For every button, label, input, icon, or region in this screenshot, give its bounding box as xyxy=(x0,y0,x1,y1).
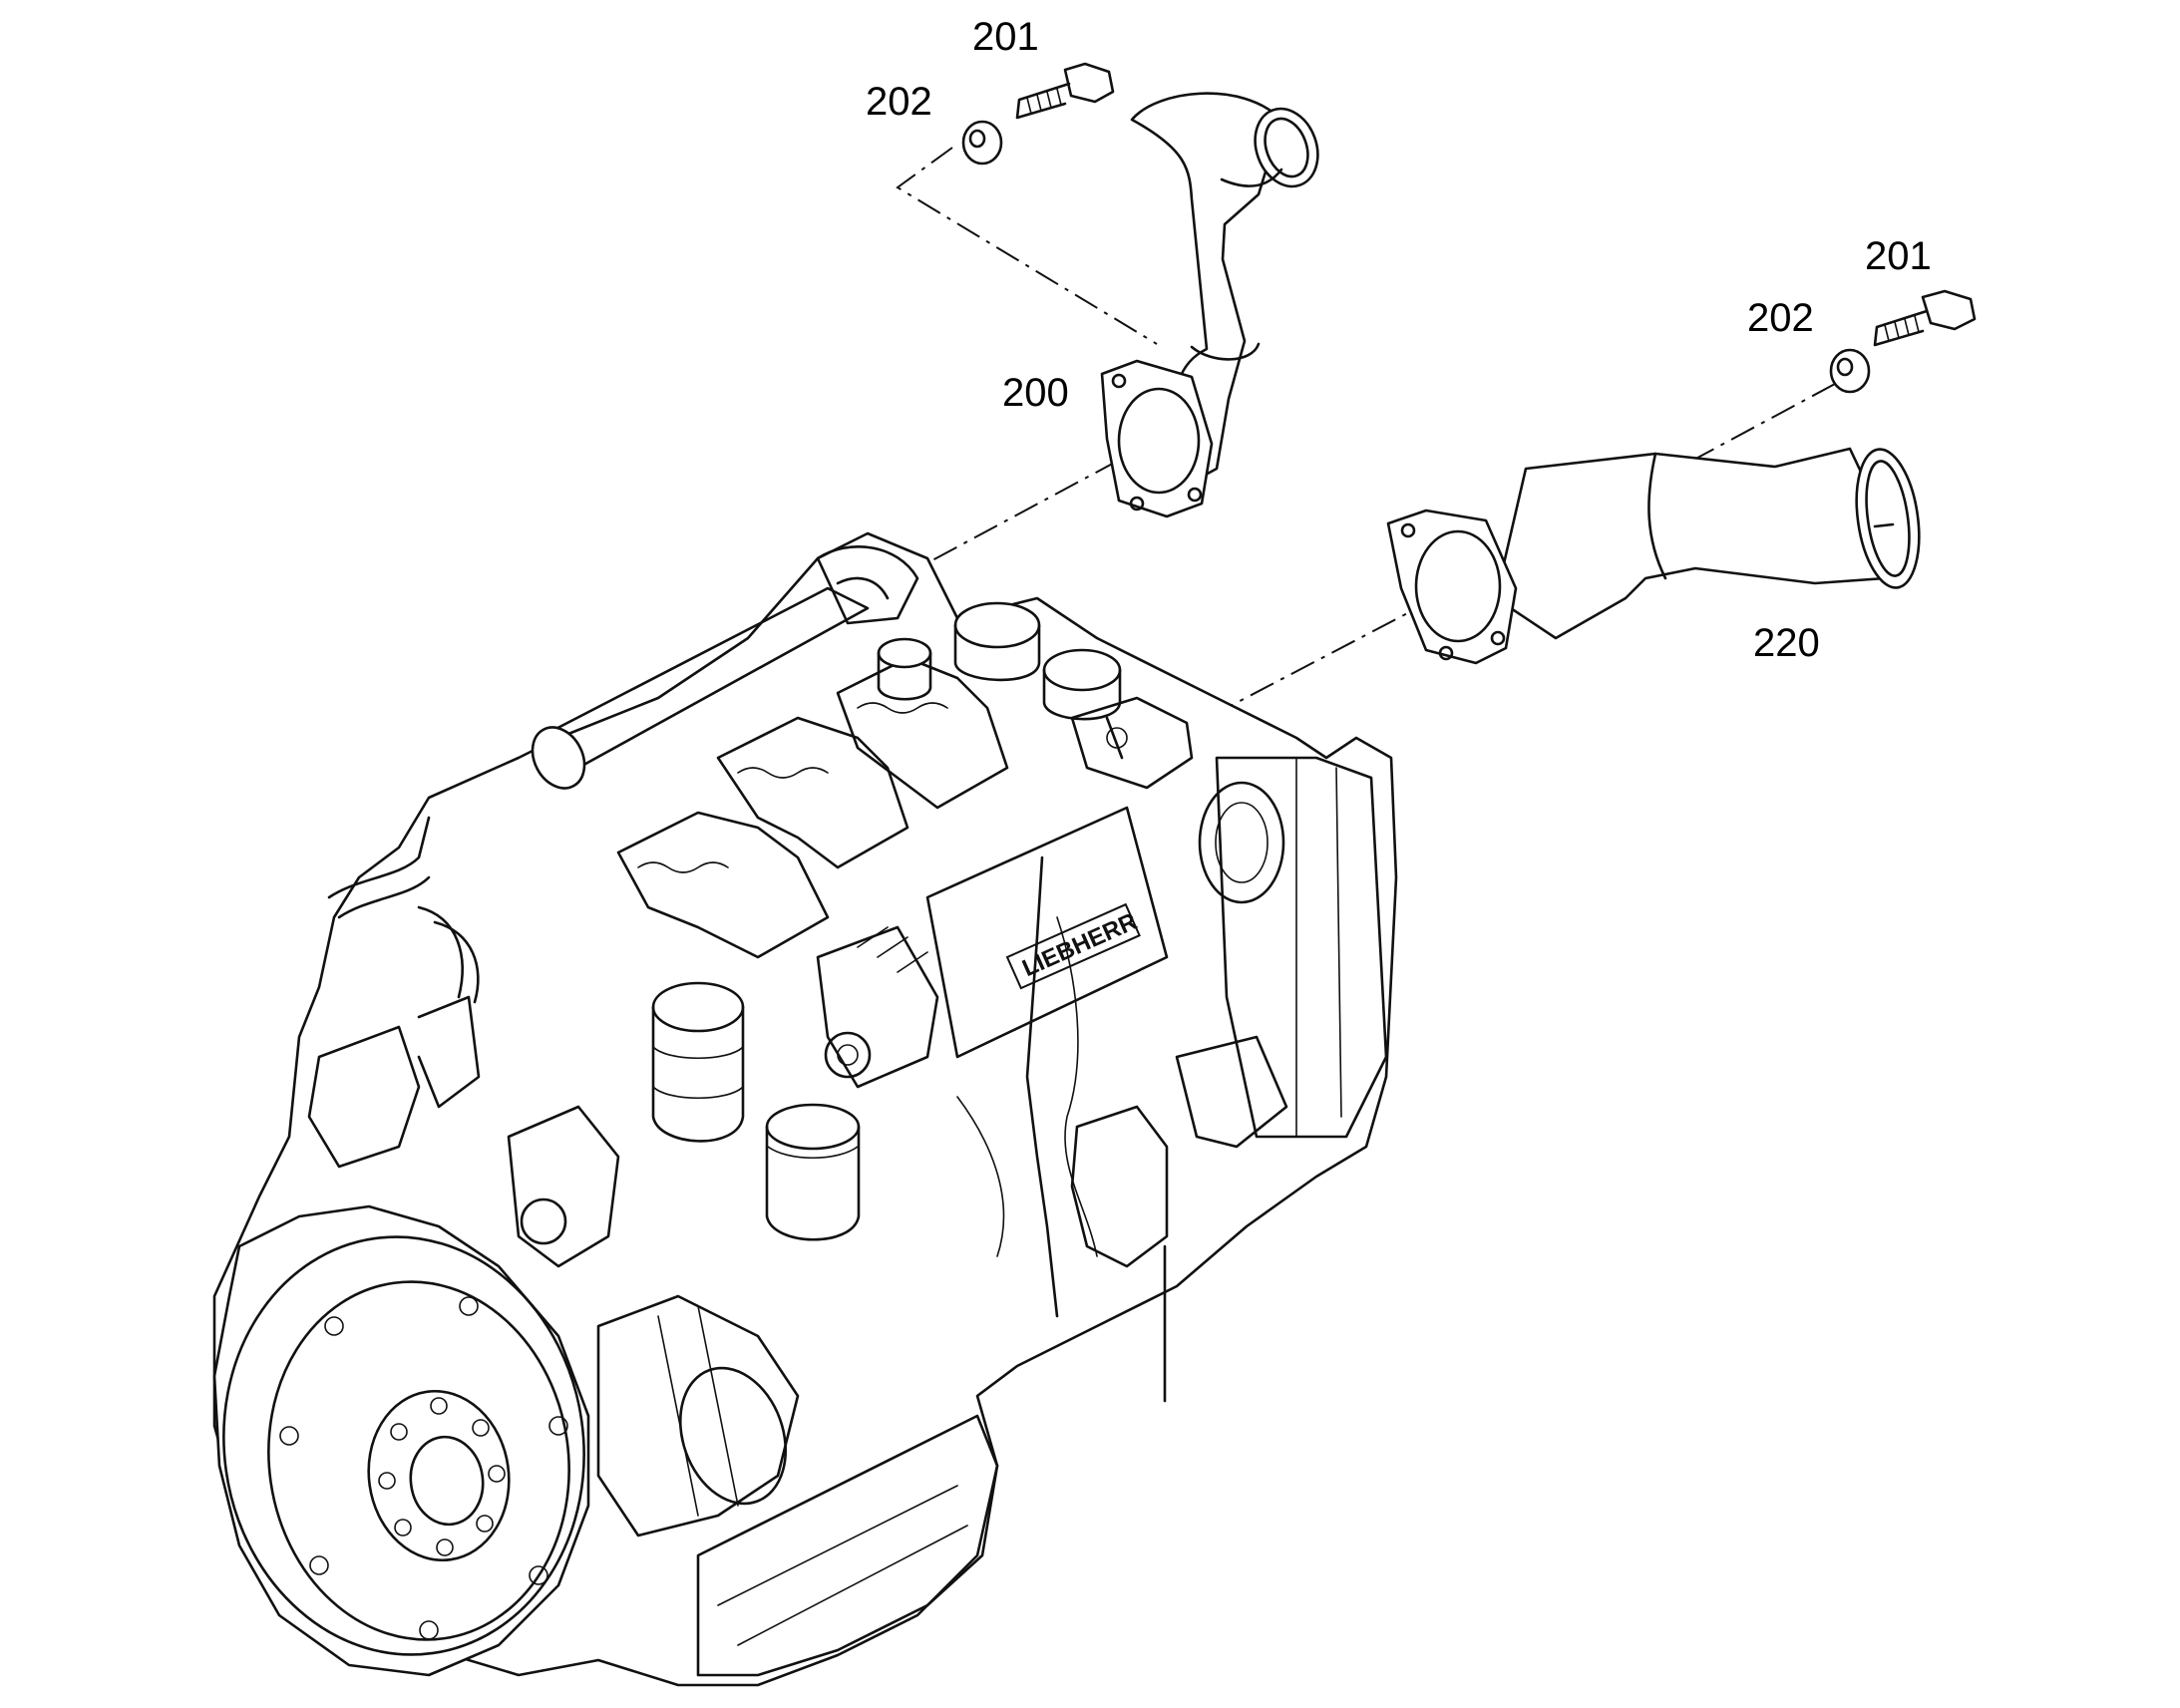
washer-202-top xyxy=(961,120,1003,166)
assembly-line-washer-a xyxy=(896,147,1158,345)
pipe-200 xyxy=(1100,92,1319,518)
callout-220: 220 xyxy=(1753,621,1820,665)
bolt-201-top xyxy=(1015,62,1115,120)
washer-202-right xyxy=(1829,348,1871,394)
flywheel-outer-holes xyxy=(279,1296,568,1640)
callout-201-right: 201 xyxy=(1865,234,1932,278)
engine-assembly: LIEBHERR xyxy=(212,531,1398,1687)
callout-200: 200 xyxy=(1002,371,1069,415)
flywheel-bolts xyxy=(378,1397,506,1556)
bolt-201-right xyxy=(1873,289,1977,347)
callout-labels: 201 202 200 201 202 220 xyxy=(866,15,1932,665)
callout-202-top: 202 xyxy=(866,80,932,124)
callout-202-right: 202 xyxy=(1747,296,1814,340)
pipe-220 xyxy=(1386,447,1921,665)
callout-201-top: 201 xyxy=(972,15,1039,59)
assembly-line-pipe-b xyxy=(1226,597,1437,709)
